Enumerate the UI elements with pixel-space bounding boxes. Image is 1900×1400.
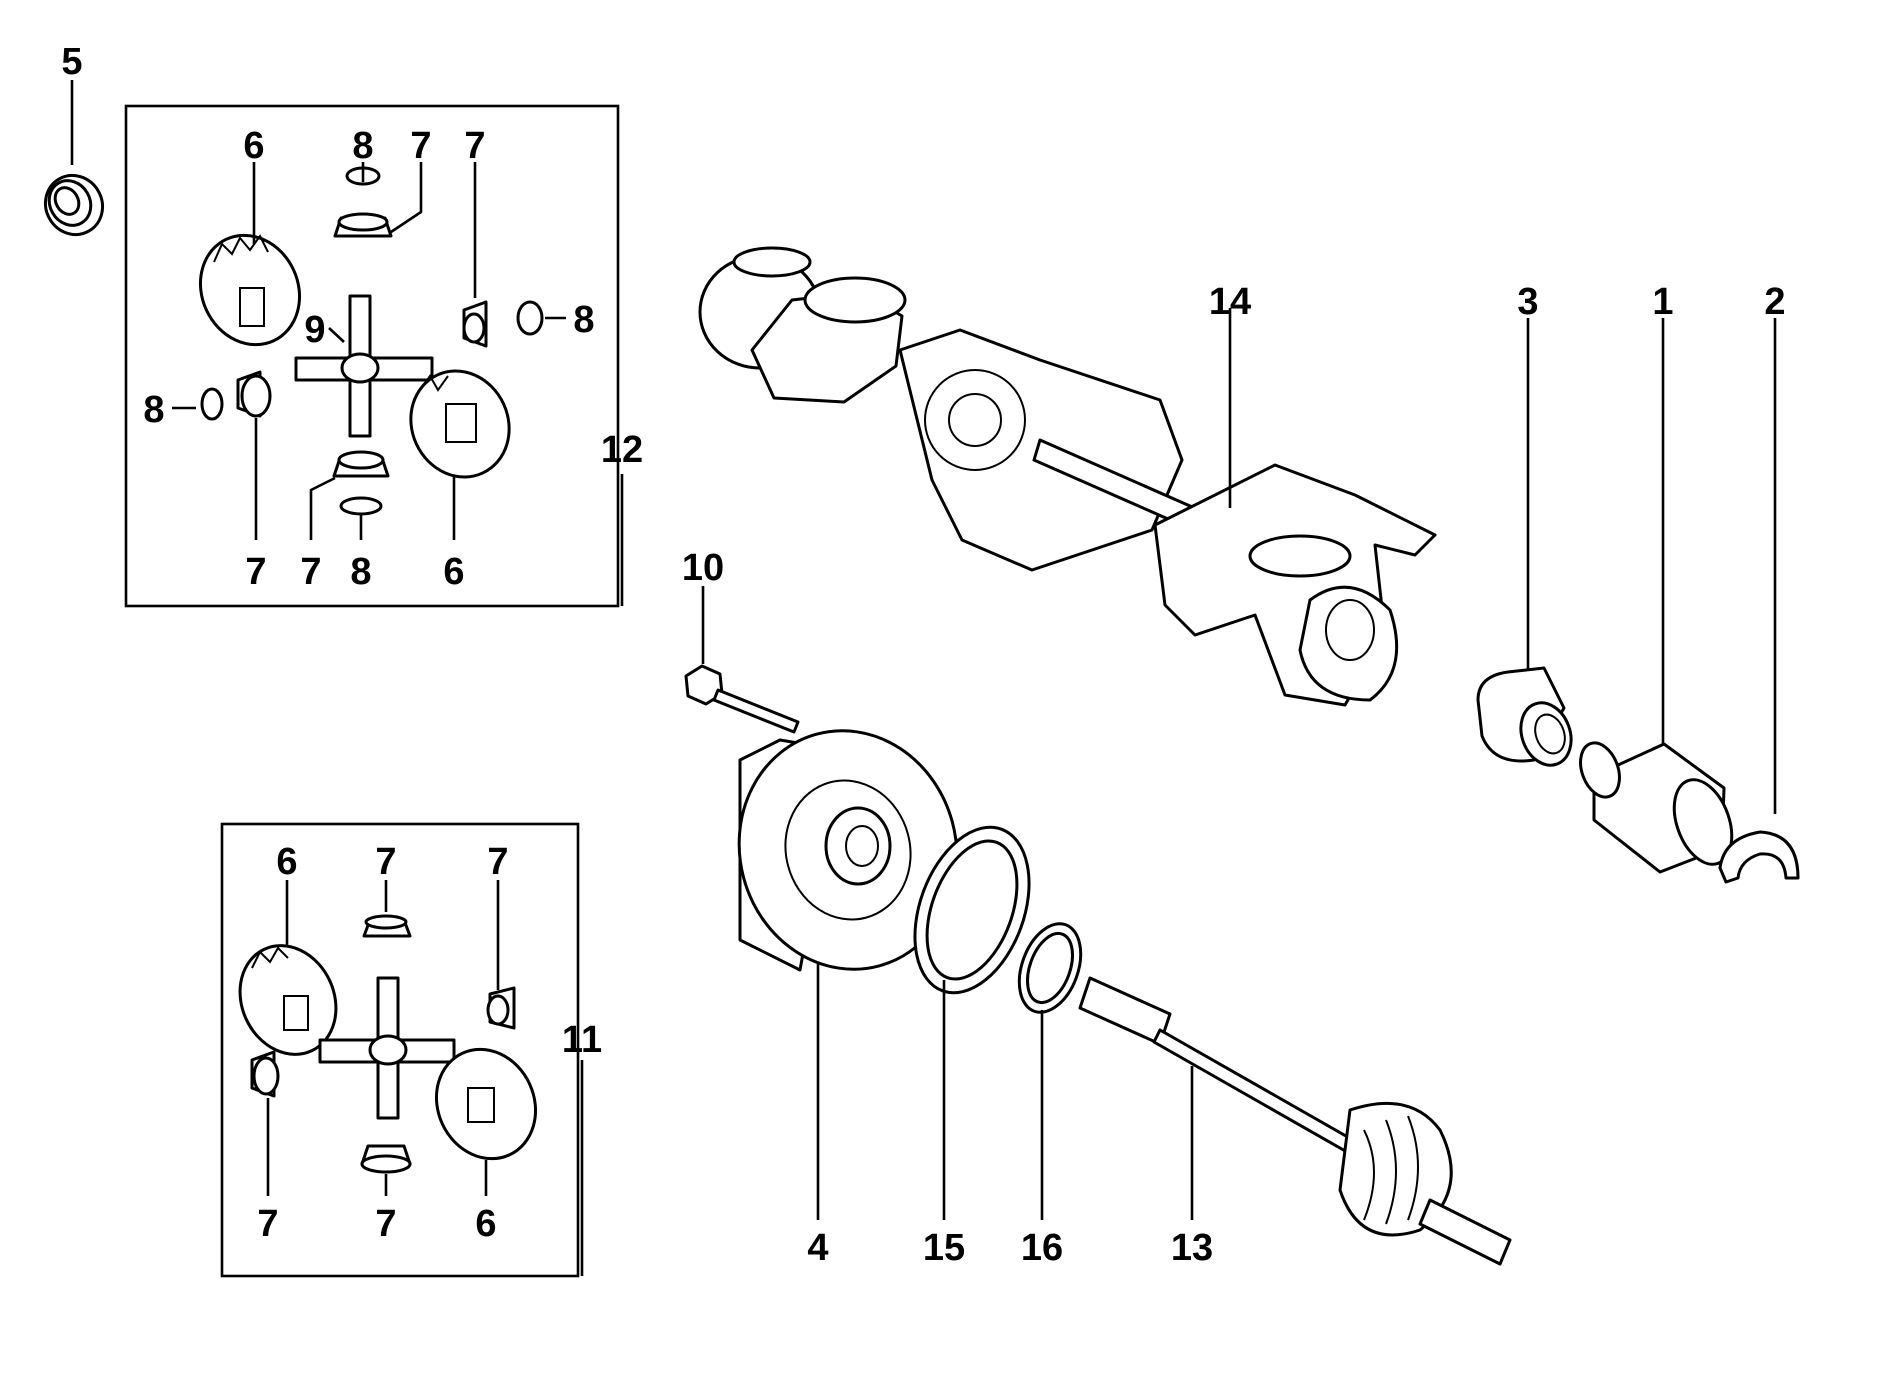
callout-3: 3 — [1517, 281, 1538, 323]
callout-7-top-11: 7 — [375, 841, 396, 883]
callout-4: 4 — [807, 1227, 828, 1269]
differential-kit-12-box — [124, 104, 624, 608]
callout-14: 14 — [1209, 281, 1251, 323]
pinion-gear-top — [333, 166, 393, 238]
pinion-gear-right — [462, 300, 544, 348]
callout-7-right: 7 — [464, 125, 485, 167]
callout-12: 12 — [601, 429, 643, 471]
callout-7-right-11: 7 — [487, 841, 508, 883]
callout-7-bottom-left-11: 7 — [257, 1203, 278, 1245]
callout-15: 15 — [923, 1227, 965, 1269]
callout-1: 1 — [1652, 281, 1673, 323]
part-1-sleeve — [1579, 318, 1734, 874]
part-13-drive-shaft — [1078, 976, 1512, 1266]
side-gear-6-upper-11 — [238, 944, 338, 1056]
part-10-bolt — [684, 586, 800, 734]
callout-13: 13 — [1171, 1227, 1213, 1269]
side-gear-6-lower — [409, 369, 511, 479]
spider-cross-9 — [294, 294, 434, 438]
callout-7-top: 7 — [410, 125, 431, 167]
side-gear-6-lower-11 — [434, 1047, 538, 1161]
pinion-gear-bottom — [332, 450, 390, 516]
callout-7-bottom-left: 7 — [245, 551, 266, 593]
pinion-gear-left-11 — [250, 1050, 280, 1098]
pinion-gear-left — [200, 370, 272, 421]
spider-cross-11 — [318, 976, 456, 1120]
callout-8-bottom: 8 — [350, 551, 371, 593]
callout-6-upper-11: 6 — [276, 841, 297, 883]
part-3-bushing — [1476, 318, 1573, 767]
callout-9: 9 — [304, 309, 325, 351]
pinion-gear-top-11 — [362, 914, 412, 938]
side-gear-6-upper — [198, 233, 302, 347]
callout-7-bottom: 7 — [300, 551, 321, 593]
part-14-axle-housing — [698, 246, 1437, 707]
callout-11: 11 — [562, 1019, 602, 1061]
callout-10: 10 — [682, 547, 724, 589]
part-4-hub-disc — [737, 729, 959, 1220]
part-5-seal — [43, 80, 105, 237]
callout-6-lower-11: 6 — [475, 1203, 496, 1245]
callout-8-right: 8 — [573, 299, 594, 341]
callout-7-bottom-11: 7 — [375, 1203, 396, 1245]
callout-8-top: 8 — [352, 125, 373, 167]
callout-6-lower: 6 — [443, 551, 464, 593]
callout-8-left: 8 — [143, 389, 164, 431]
pinion-gear-right-11 — [486, 986, 516, 1030]
callout-6-upper: 6 — [243, 125, 264, 167]
pinion-gear-bottom-11 — [360, 1144, 412, 1174]
callout-5: 5 — [61, 41, 82, 83]
part-2-clip — [1718, 318, 1800, 884]
callout-16: 16 — [1021, 1227, 1063, 1269]
part-16-small-ring — [1017, 922, 1083, 1220]
callout-2: 2 — [1764, 281, 1785, 323]
part-15-seal-ring — [913, 825, 1031, 1220]
differential-kit-11-box — [220, 822, 584, 1278]
